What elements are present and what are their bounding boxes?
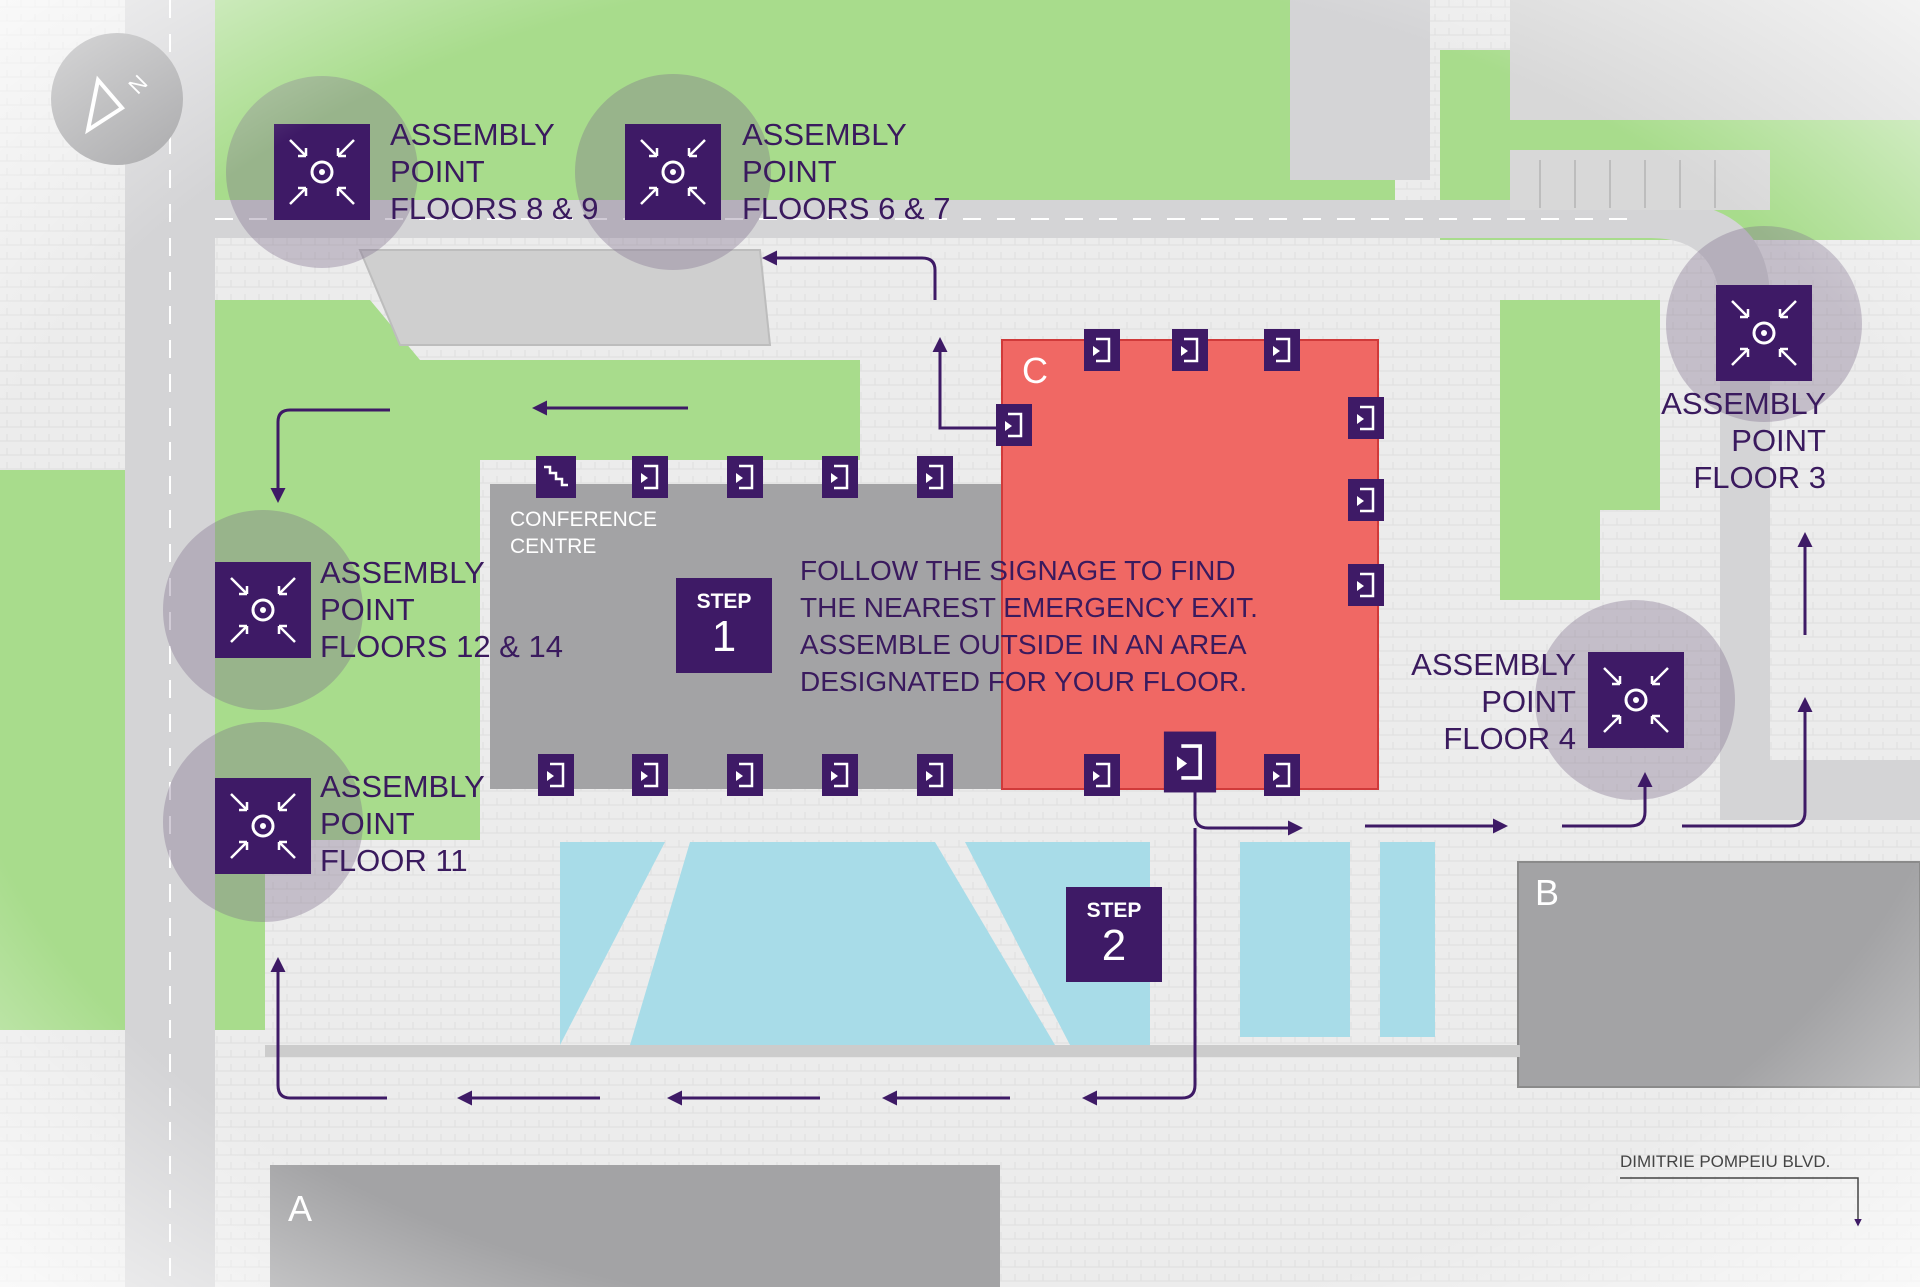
step-1-word: STEP xyxy=(696,590,752,613)
building-c-label: C xyxy=(1022,350,1048,391)
building-a-label: A xyxy=(288,1188,313,1229)
step-2-badge: STEP 2 xyxy=(1066,887,1162,982)
step-2-number: 2 xyxy=(1101,921,1127,970)
assembly-label-floors-12-14: ASSEMBLY POINT FLOORS 12 & 14 xyxy=(320,555,563,664)
building-b-label: B xyxy=(1535,872,1560,913)
street-pointer xyxy=(1620,1177,1862,1227)
evacuation-instructions: FOLLOW THE SIGNAGE TO FIND THE NEAREST E… xyxy=(800,555,1258,697)
street-name-label: DIMITRIE POMPEIU BLVD. xyxy=(1620,1152,1831,1171)
assembly-label-floors-8-9: ASSEMBLY POINT FLOORS 8 & 9 xyxy=(390,117,599,226)
assembly-label-floor-3: ASSEMBLY POINT FLOOR 3 xyxy=(1661,386,1826,495)
step-2-word: STEP xyxy=(1086,899,1142,922)
step-1-number: 1 xyxy=(711,612,737,661)
assembly-label-floors-6-7: ASSEMBLY POINT FLOORS 6 & 7 xyxy=(742,117,951,226)
assembly-label-floor-4: ASSEMBLY POINT FLOOR 4 xyxy=(1411,647,1576,756)
step-1-badge: STEP 1 xyxy=(676,578,772,673)
assembly-label-floor-11: ASSEMBLY POINT FLOOR 11 xyxy=(320,769,485,878)
conference-centre-label: CONFERENCE CENTRE xyxy=(510,508,658,558)
